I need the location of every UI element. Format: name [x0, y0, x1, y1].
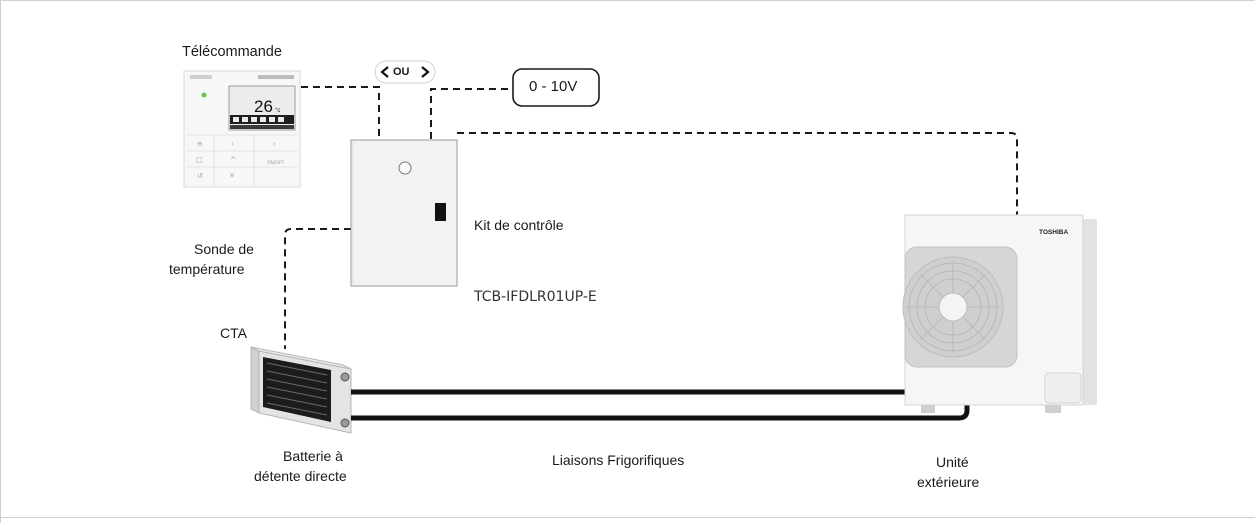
outdoor-comm-wire [457, 132, 1018, 215]
fan-icon [902, 256, 1004, 358]
back-icon: ↺ [197, 172, 203, 180]
control-kit-switch [435, 203, 446, 221]
control-wires [284, 86, 1018, 349]
menu-icon: ≡ [197, 140, 203, 148]
chevron-right-icon: › [273, 140, 276, 148]
refrigerant-pipes [351, 389, 970, 421]
voltage-label: 0 - 10V [529, 78, 578, 95]
remote-temperature: 26 [254, 97, 273, 116]
outdoor-brand: TOSHIBA [1039, 229, 1068, 236]
coil-label-line2: détente directe [254, 468, 347, 484]
chevron-down-icon: v [230, 171, 234, 179]
remote-label: Télécommande [182, 44, 282, 60]
outdoor-unit: TOSHIBA [902, 214, 1097, 413]
outdoor-label-line2: extérieure [917, 474, 980, 490]
chevron-left-icon: ‹ [231, 140, 234, 148]
remote-temperature-unit: °c [275, 108, 280, 114]
indicator-light-icon [398, 161, 412, 175]
or-selector [374, 60, 436, 84]
model-label: TCB-IFDLR01UP-E [474, 289, 597, 305]
chevron-right-icon [421, 66, 430, 78]
status-led-icon [201, 92, 207, 98]
sensor-label-line2: température [169, 261, 245, 277]
outdoor-label-line1: Unité [936, 454, 969, 470]
or-label: OU [393, 66, 410, 78]
control-kit-box [350, 139, 458, 287]
remote-control: 26 °c ≡ ‹ › □ ^ ↺ v ON/OFF [183, 70, 301, 188]
control-kit-label: Kit de contrôle [474, 217, 564, 233]
cta-label: CTA [220, 325, 247, 341]
voltage-wire [430, 88, 513, 139]
remote-screen: 26 °c [228, 85, 296, 131]
voltage-box [512, 68, 600, 107]
square-icon: □ [196, 156, 203, 164]
cta-coil [250, 346, 352, 434]
remote-wire [301, 86, 380, 139]
refrigerant-lines-label: Liaisons Frigorifiques [552, 452, 685, 468]
chevron-left-icon [380, 66, 389, 78]
on-off-icon: ON/OFF [267, 160, 285, 166]
chevron-up-icon: ^ [230, 156, 236, 164]
coil-label-line1: Batterie à [283, 448, 343, 464]
sensor-wire [284, 228, 351, 349]
sensor-label-line1: Sonde de [194, 241, 254, 257]
